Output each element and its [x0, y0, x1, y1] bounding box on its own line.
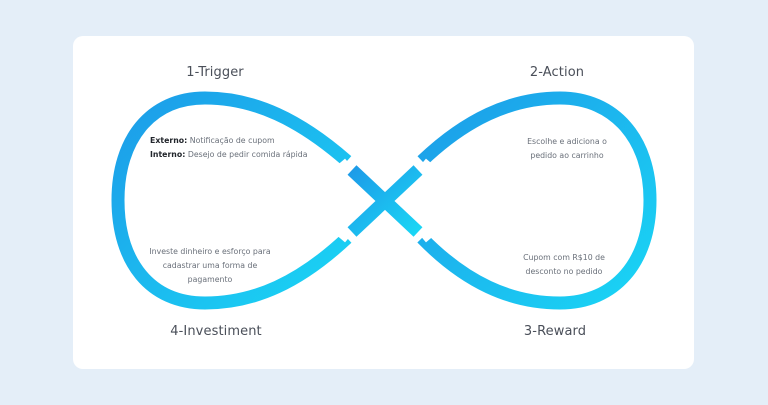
stage-investment-title: 4-Investiment — [170, 324, 262, 339]
trigger-external: Externo: Notificação de cupom — [150, 136, 275, 145]
right-lobe — [417, 91, 657, 310]
stage-trigger-title: 1-Trigger — [186, 65, 244, 80]
investment-notes: Investe dinheiro e esforço para cadastra… — [149, 247, 271, 284]
left-lobe — [111, 91, 352, 310]
trigger-internal: Interno: Desejo de pedir comida rápida — [150, 150, 308, 159]
reward-notes: Cupom com R$10 de desconto no pedido — [523, 253, 605, 276]
action-notes: Escolhe e adiciona o pedido ao carrinho — [527, 137, 607, 160]
stage-action-title: 2-Action — [529, 65, 585, 80]
trigger-notes: Externo: Notificação de cupom Interno: D… — [150, 134, 308, 162]
cross-stroke-b — [347, 165, 423, 237]
stage-reward-title: 3-Reward — [523, 324, 587, 339]
